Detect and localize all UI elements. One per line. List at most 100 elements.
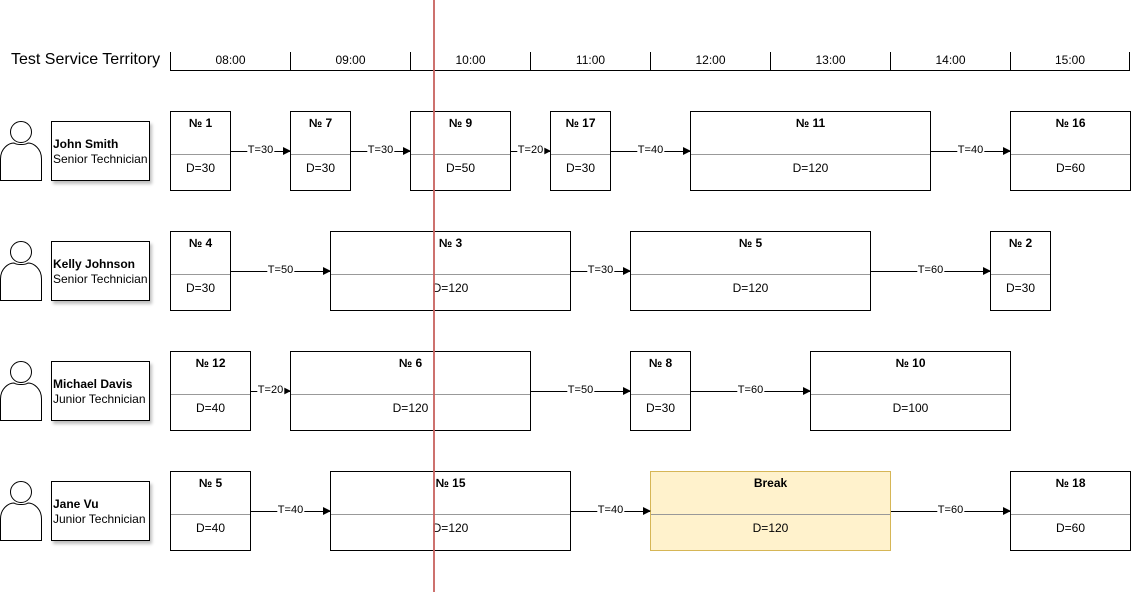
technician-role: Junior Technician [53,512,146,526]
timeline-hour: 10:00 [410,52,530,71]
travel-connector: T=40 [251,504,331,517]
travel-time-label: T=20 [256,384,285,397]
job-title: № 17 [565,116,596,130]
travel-connector: T=60 [871,264,991,277]
job-duration: D=30 [185,281,216,295]
travel-time-label: T=50 [266,264,295,277]
arrow-head-icon [283,387,291,395]
job-divider [631,274,870,275]
timeline-hour: 11:00 [530,52,650,71]
job-title: № 16 [1055,116,1086,130]
travel-time-label: T=50 [566,384,595,397]
job-divider [1011,154,1130,155]
job-title: № 8 [648,356,673,370]
job-title: Break [753,476,788,490]
job-duration: D=30 [1005,281,1036,295]
person-icon [0,481,42,541]
person-icon [0,241,42,301]
job-divider [551,154,610,155]
job-title: № 18 [1055,476,1086,490]
travel-time-label: T=60 [916,264,945,277]
travel-time-label: T=30 [246,144,275,157]
travel-time-label: T=30 [366,144,395,157]
job-divider [171,274,230,275]
job-title: № 1 [188,116,213,130]
job-duration: D=120 [792,161,829,175]
timeline-hour: 14:00 [890,52,1010,71]
travel-connector: T=60 [891,504,1011,517]
technician-name: Jane Vu [53,497,99,511]
job-divider [1011,514,1130,515]
travel-time-label: T=20 [516,144,545,157]
travel-connector: T=50 [531,384,631,397]
job-title: № 9 [448,116,473,130]
job-divider [811,394,1010,395]
job-divider [331,274,570,275]
job-duration: D=30 [645,401,676,415]
job-duration: D=30 [185,161,216,175]
arrow-head-icon [983,267,991,275]
technician-name: Michael Davis [53,377,133,391]
travel-time-label: T=40 [636,144,665,157]
job-divider [171,394,250,395]
timeline-hour: 09:00 [290,52,410,71]
job-title: № 5 [198,476,223,490]
travel-connector: T=30 [351,144,411,157]
timeline-hour: 08:00 [170,52,290,71]
arrow-head-icon [1003,147,1011,155]
job-duration: D=120 [732,281,769,295]
arrow-head-icon [803,387,811,395]
job-duration: D=60 [1055,521,1086,535]
arrow-head-icon [623,387,631,395]
travel-time-label: T=40 [596,504,625,517]
arrow-head-icon [643,507,651,515]
job-block[interactable]: № 9 D=50 [410,111,511,191]
arrow-head-icon [543,147,551,155]
arrow-head-icon [403,147,411,155]
job-duration: D=100 [892,401,929,415]
travel-connector: T=50 [231,264,331,277]
travel-connector: T=40 [931,144,1011,157]
arrow-head-icon [323,507,331,515]
job-duration: D=30 [565,161,596,175]
job-title: № 12 [195,356,226,370]
arrow-head-icon [1003,507,1011,515]
arrow-head-icon [623,267,631,275]
travel-time-label: T=60 [736,384,765,397]
job-block[interactable]: № 8 D=30 [630,351,691,431]
job-duration: D=120 [752,521,789,535]
person-icon [0,121,42,181]
timeline-hour: 15:00 [1010,52,1130,71]
job-title: № 7 [308,116,333,130]
person-icon [0,361,42,421]
job-duration: D=50 [445,161,476,175]
current-time-indicator[interactable] [433,0,435,592]
job-divider [291,394,530,395]
job-duration: D=120 [432,281,469,295]
job-block[interactable]: № 17 D=30 [550,111,611,191]
technician-role: Senior Technician [53,272,148,286]
job-block[interactable]: № 18 D=60 [1010,471,1131,551]
territory-title: Test Service Territory [11,51,161,68]
arrow-head-icon [683,147,691,155]
travel-connector: T=20 [251,384,291,397]
travel-connector: T=30 [571,264,631,277]
job-block[interactable]: № 1 D=30 [170,111,231,191]
